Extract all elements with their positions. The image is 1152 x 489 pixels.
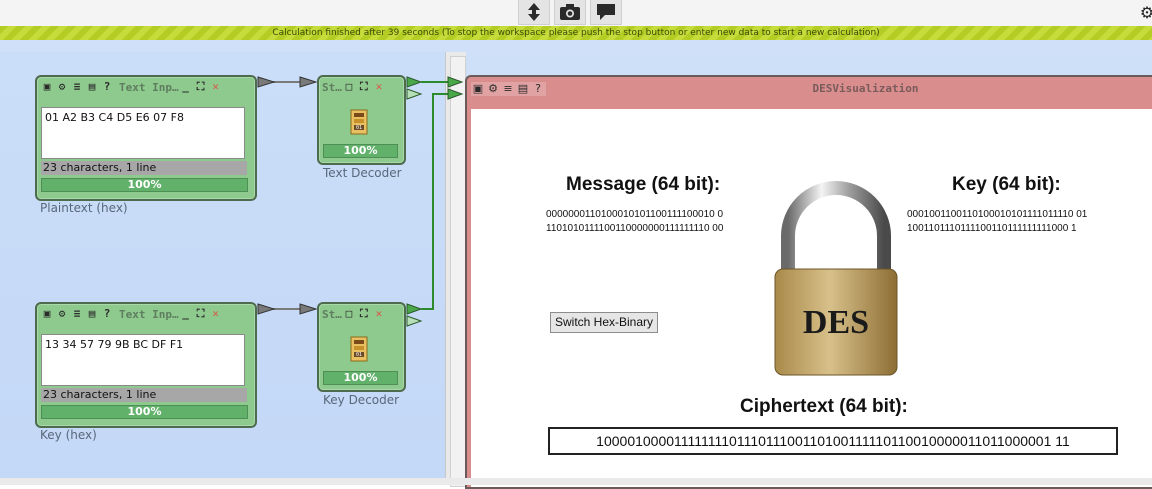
message-bits-line1: 0000000110100010101100111100010 0: [546, 209, 724, 220]
lock-text: DES: [803, 304, 869, 341]
component-title: St…: [322, 307, 342, 321]
svg-text:01: 01: [356, 125, 362, 131]
plaintext-textarea[interactable]: 01 A2 B3 C4 D5 E6 07 F8: [41, 107, 245, 159]
plaintext-info: 23 characters, 1 line: [41, 161, 247, 175]
bottom-scrollbar[interactable]: [0, 478, 1152, 485]
message-bits: 0000000110100010101100111100010 0 110101…: [546, 208, 723, 236]
viz-title: DESVisualization: [812, 82, 919, 95]
close-icon[interactable]: ✕: [212, 307, 219, 320]
camera-icon[interactable]: [554, 0, 586, 25]
file-archive-icon: 01: [350, 109, 368, 135]
image-icon[interactable]: ▣: [43, 307, 51, 320]
settings-glyph: ⚙: [1139, 2, 1152, 22]
key-label: Key (64 bit):: [952, 174, 1061, 195]
key-input-component[interactable]: ▣ ⚙ ≡ ▤ ? Text Inp… _ ⛶ ✕ 13 34 57 79 9B…: [35, 302, 257, 428]
key-info: 23 characters, 1 line: [41, 388, 247, 402]
component-header[interactable]: St… □ ⛶ ✕: [319, 77, 404, 97]
upload-icon[interactable]: [518, 0, 550, 25]
clipboard-icon[interactable]: ▤: [517, 82, 529, 95]
maximize-icon[interactable]: ⛶: [360, 80, 368, 93]
image-icon[interactable]: ▣: [472, 82, 484, 95]
component-title: Text Inp…: [119, 307, 179, 321]
gear-icon[interactable]: ⚙: [58, 80, 66, 93]
gear-icon[interactable]: ⚙: [58, 307, 66, 320]
message-bits-line2: 1101010111100110000000111111110 00: [546, 223, 724, 234]
text-decoder-component[interactable]: St… □ ⛶ ✕ 01 100%: [317, 75, 406, 165]
file-archive-icon: 01: [350, 336, 368, 362]
key-bits-line1: 0001001100110100010101111011110 01: [907, 209, 1088, 220]
top-toolbar: ⚙: [0, 0, 1152, 26]
minimize-icon[interactable]: □: [345, 80, 353, 93]
maximize-icon[interactable]: ⛶: [196, 307, 205, 320]
key-progress: 100%: [41, 405, 248, 419]
maximize-icon[interactable]: ⛶: [196, 80, 205, 93]
key-bits-line2: 1001101110111100110111111111000 1: [907, 223, 1077, 234]
viz-header[interactable]: ▣ ⚙ ≡ ▤ ? DESVisualization: [467, 77, 1152, 99]
help-icon[interactable]: ?: [535, 82, 541, 95]
key-decoder-progress: 100%: [323, 371, 398, 385]
plaintext-input-component[interactable]: ▣ ⚙ ≡ ▤ ? Text Inp… _ ⛶ ✕ 01 A2 B3 C4 D5…: [35, 75, 257, 201]
close-icon[interactable]: ✕: [375, 80, 383, 93]
switch-hex-binary-button[interactable]: Switch Hex-Binary: [550, 312, 659, 333]
list-icon[interactable]: ≡: [73, 307, 81, 320]
minimize-icon[interactable]: _: [182, 307, 189, 320]
help-icon[interactable]: ?: [103, 307, 111, 320]
component-title: Text Inp…: [119, 80, 179, 94]
image-icon[interactable]: ▣: [43, 80, 51, 93]
close-icon[interactable]: ✕: [212, 80, 219, 93]
message-label: Message (64 bit):: [566, 174, 721, 195]
viz-header-icons: ▣ ⚙ ≡ ▤ ?: [471, 82, 546, 96]
viz-body: Message (64 bit): 0000000110100010101100…: [471, 109, 1152, 487]
text-decoder-caption: Text Decoder: [323, 166, 402, 180]
plaintext-caption: Plaintext (hex): [40, 201, 128, 215]
svg-text:01: 01: [356, 352, 362, 358]
close-icon[interactable]: ✕: [375, 307, 383, 320]
minimize-icon[interactable]: _: [182, 80, 189, 93]
key-caption: Key (hex): [40, 428, 97, 442]
des-visualization-panel[interactable]: ▣ ⚙ ≡ ▤ ? DESVisualization Message (64 b…: [465, 75, 1152, 489]
status-message: Calculation finished after 39 seconds (T…: [272, 28, 880, 38]
gear-icon[interactable]: ⚙: [488, 82, 498, 95]
comment-icon[interactable]: [590, 0, 622, 25]
clipboard-icon[interactable]: ▤: [88, 307, 96, 320]
padlock-icon: DES: [774, 181, 898, 376]
ciphertext-box: 1000010000111111110111011100110100111110…: [548, 427, 1118, 455]
clipboard-icon[interactable]: ▤: [88, 80, 96, 93]
text-decoder-progress: 100%: [323, 144, 398, 158]
minimize-icon[interactable]: □: [345, 307, 353, 320]
maximize-icon[interactable]: ⛶: [360, 307, 368, 320]
component-header[interactable]: ▣ ⚙ ≡ ▤ ? Text Inp… _ ⛶ ✕: [37, 304, 255, 324]
ciphertext-label: Ciphertext (64 bit):: [740, 396, 908, 417]
key-decoder-caption: Key Decoder: [323, 393, 400, 407]
settings-icon[interactable]: ⚙: [1140, 0, 1152, 24]
list-icon[interactable]: ≡: [503, 82, 513, 95]
component-header[interactable]: St… □ ⛶ ✕: [319, 304, 404, 324]
key-decoder-component[interactable]: St… □ ⛶ ✕ 01 100%: [317, 302, 406, 392]
key-textarea[interactable]: 13 34 57 79 9B BC DF F1: [41, 334, 245, 386]
key-bits: 0001001100110100010101111011110 01 10011…: [907, 208, 1087, 236]
component-header[interactable]: ▣ ⚙ ≡ ▤ ? Text Inp… _ ⛶ ✕: [37, 77, 255, 97]
plaintext-progress: 100%: [41, 178, 248, 192]
help-icon[interactable]: ?: [103, 80, 111, 93]
component-title: St…: [322, 80, 342, 94]
list-icon[interactable]: ≡: [73, 80, 81, 93]
status-bar: Calculation finished after 39 seconds (T…: [0, 26, 1152, 40]
